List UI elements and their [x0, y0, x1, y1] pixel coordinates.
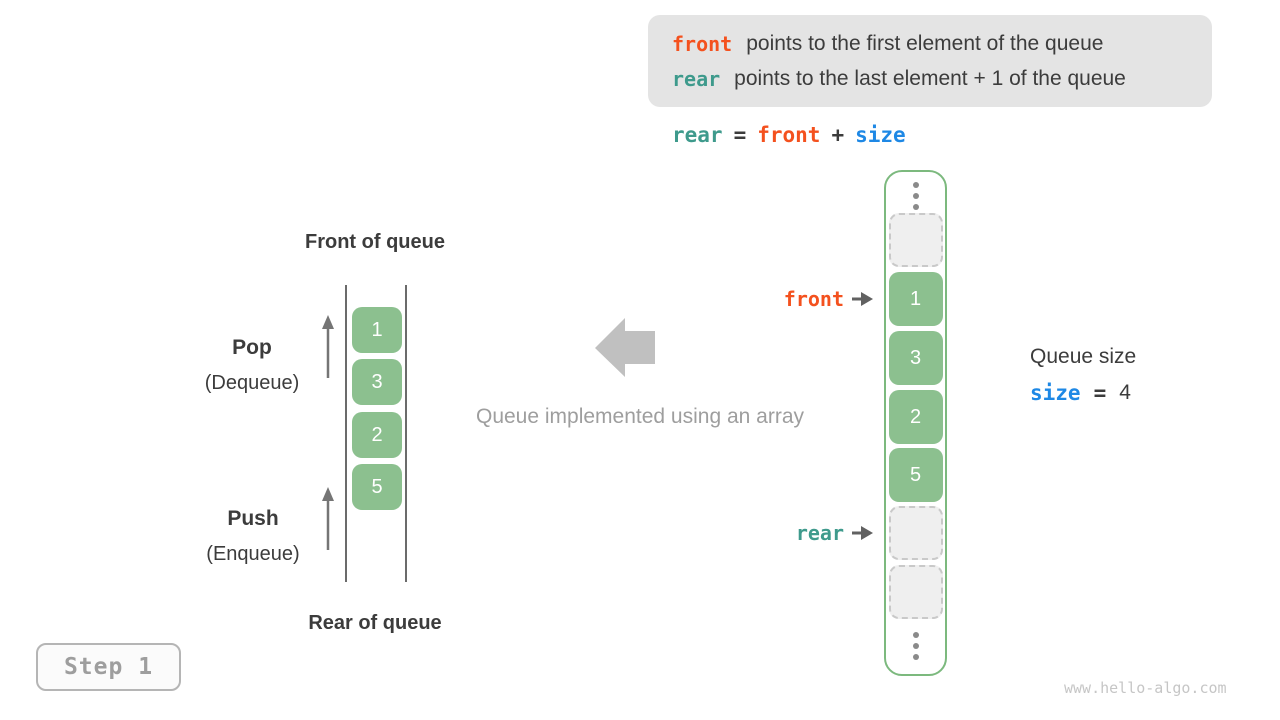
- big-left-arrow-icon: [595, 318, 655, 377]
- note-line-rear-text: points to the last element + 1 of the qu…: [734, 66, 1126, 90]
- pointer-note-box: front points to the first element of the…: [648, 15, 1212, 107]
- formula-size: size: [855, 123, 906, 147]
- array-cell: 2: [888, 390, 943, 444]
- channel-left-line: [345, 285, 347, 582]
- formula-plus: +: [831, 123, 845, 147]
- size-value: 4: [1119, 381, 1131, 404]
- note-line-rear: rear points to the last element + 1 of t…: [672, 61, 1212, 96]
- formula-rear: rear: [672, 123, 723, 147]
- channel-right-line: [405, 285, 407, 582]
- array-cell: 1: [888, 272, 943, 326]
- array-cell: 3: [888, 331, 943, 385]
- formula-equals: =: [733, 123, 747, 147]
- dequeue-label: (Dequeue): [204, 372, 300, 394]
- size-token: size: [1030, 381, 1081, 405]
- push-up-arrow-icon: [322, 487, 334, 550]
- ellipsis-bottom-icon: [912, 632, 919, 660]
- note-line-front-text: points to the first element of the queue: [746, 31, 1104, 55]
- front-token: front: [672, 31, 733, 56]
- rear-of-queue-label: Rear of queue: [308, 612, 442, 634]
- queue-size-label: Queue size: [1030, 345, 1137, 368]
- queue-size-equation: size = 4: [1030, 381, 1144, 405]
- left-queue-element: 1: [352, 307, 402, 353]
- watermark: www.hello-algo.com: [1064, 679, 1227, 697]
- array-empty-cell: [888, 213, 943, 267]
- front-pointer-arrow-icon: [852, 292, 873, 306]
- rear-pointer-arrow-icon: [852, 526, 873, 540]
- array-frame: 1 3 2 5: [884, 170, 947, 676]
- size-equals: =: [1093, 381, 1107, 405]
- rear-token: rear: [672, 66, 721, 91]
- left-queue-element: 2: [352, 412, 402, 458]
- front-pointer-label: front: [783, 287, 844, 311]
- center-caption: Queue implemented using an array: [475, 405, 805, 428]
- pop-up-arrow-icon: [322, 315, 334, 378]
- note-line-front: front points to the first element of the…: [672, 26, 1212, 61]
- front-of-queue-label: Front of queue: [305, 231, 445, 253]
- array-empty-cell: [888, 565, 943, 619]
- rear-formula: rear = front + size: [672, 122, 917, 148]
- push-label: Push: [227, 507, 279, 530]
- step-badge: Step 1: [36, 643, 181, 691]
- array-empty-cell: [888, 506, 943, 560]
- ellipsis-top-icon: [912, 182, 919, 210]
- array-cell: 5: [888, 448, 943, 502]
- pop-label: Pop: [232, 336, 272, 359]
- left-queue-element: 3: [352, 359, 402, 405]
- enqueue-label: (Enqueue): [206, 543, 300, 565]
- rear-pointer-label: rear: [795, 521, 844, 545]
- rear-pointer: rear: [760, 521, 874, 545]
- front-pointer: front: [760, 287, 874, 311]
- left-queue-element: 5: [352, 464, 402, 510]
- formula-front: front: [757, 123, 821, 147]
